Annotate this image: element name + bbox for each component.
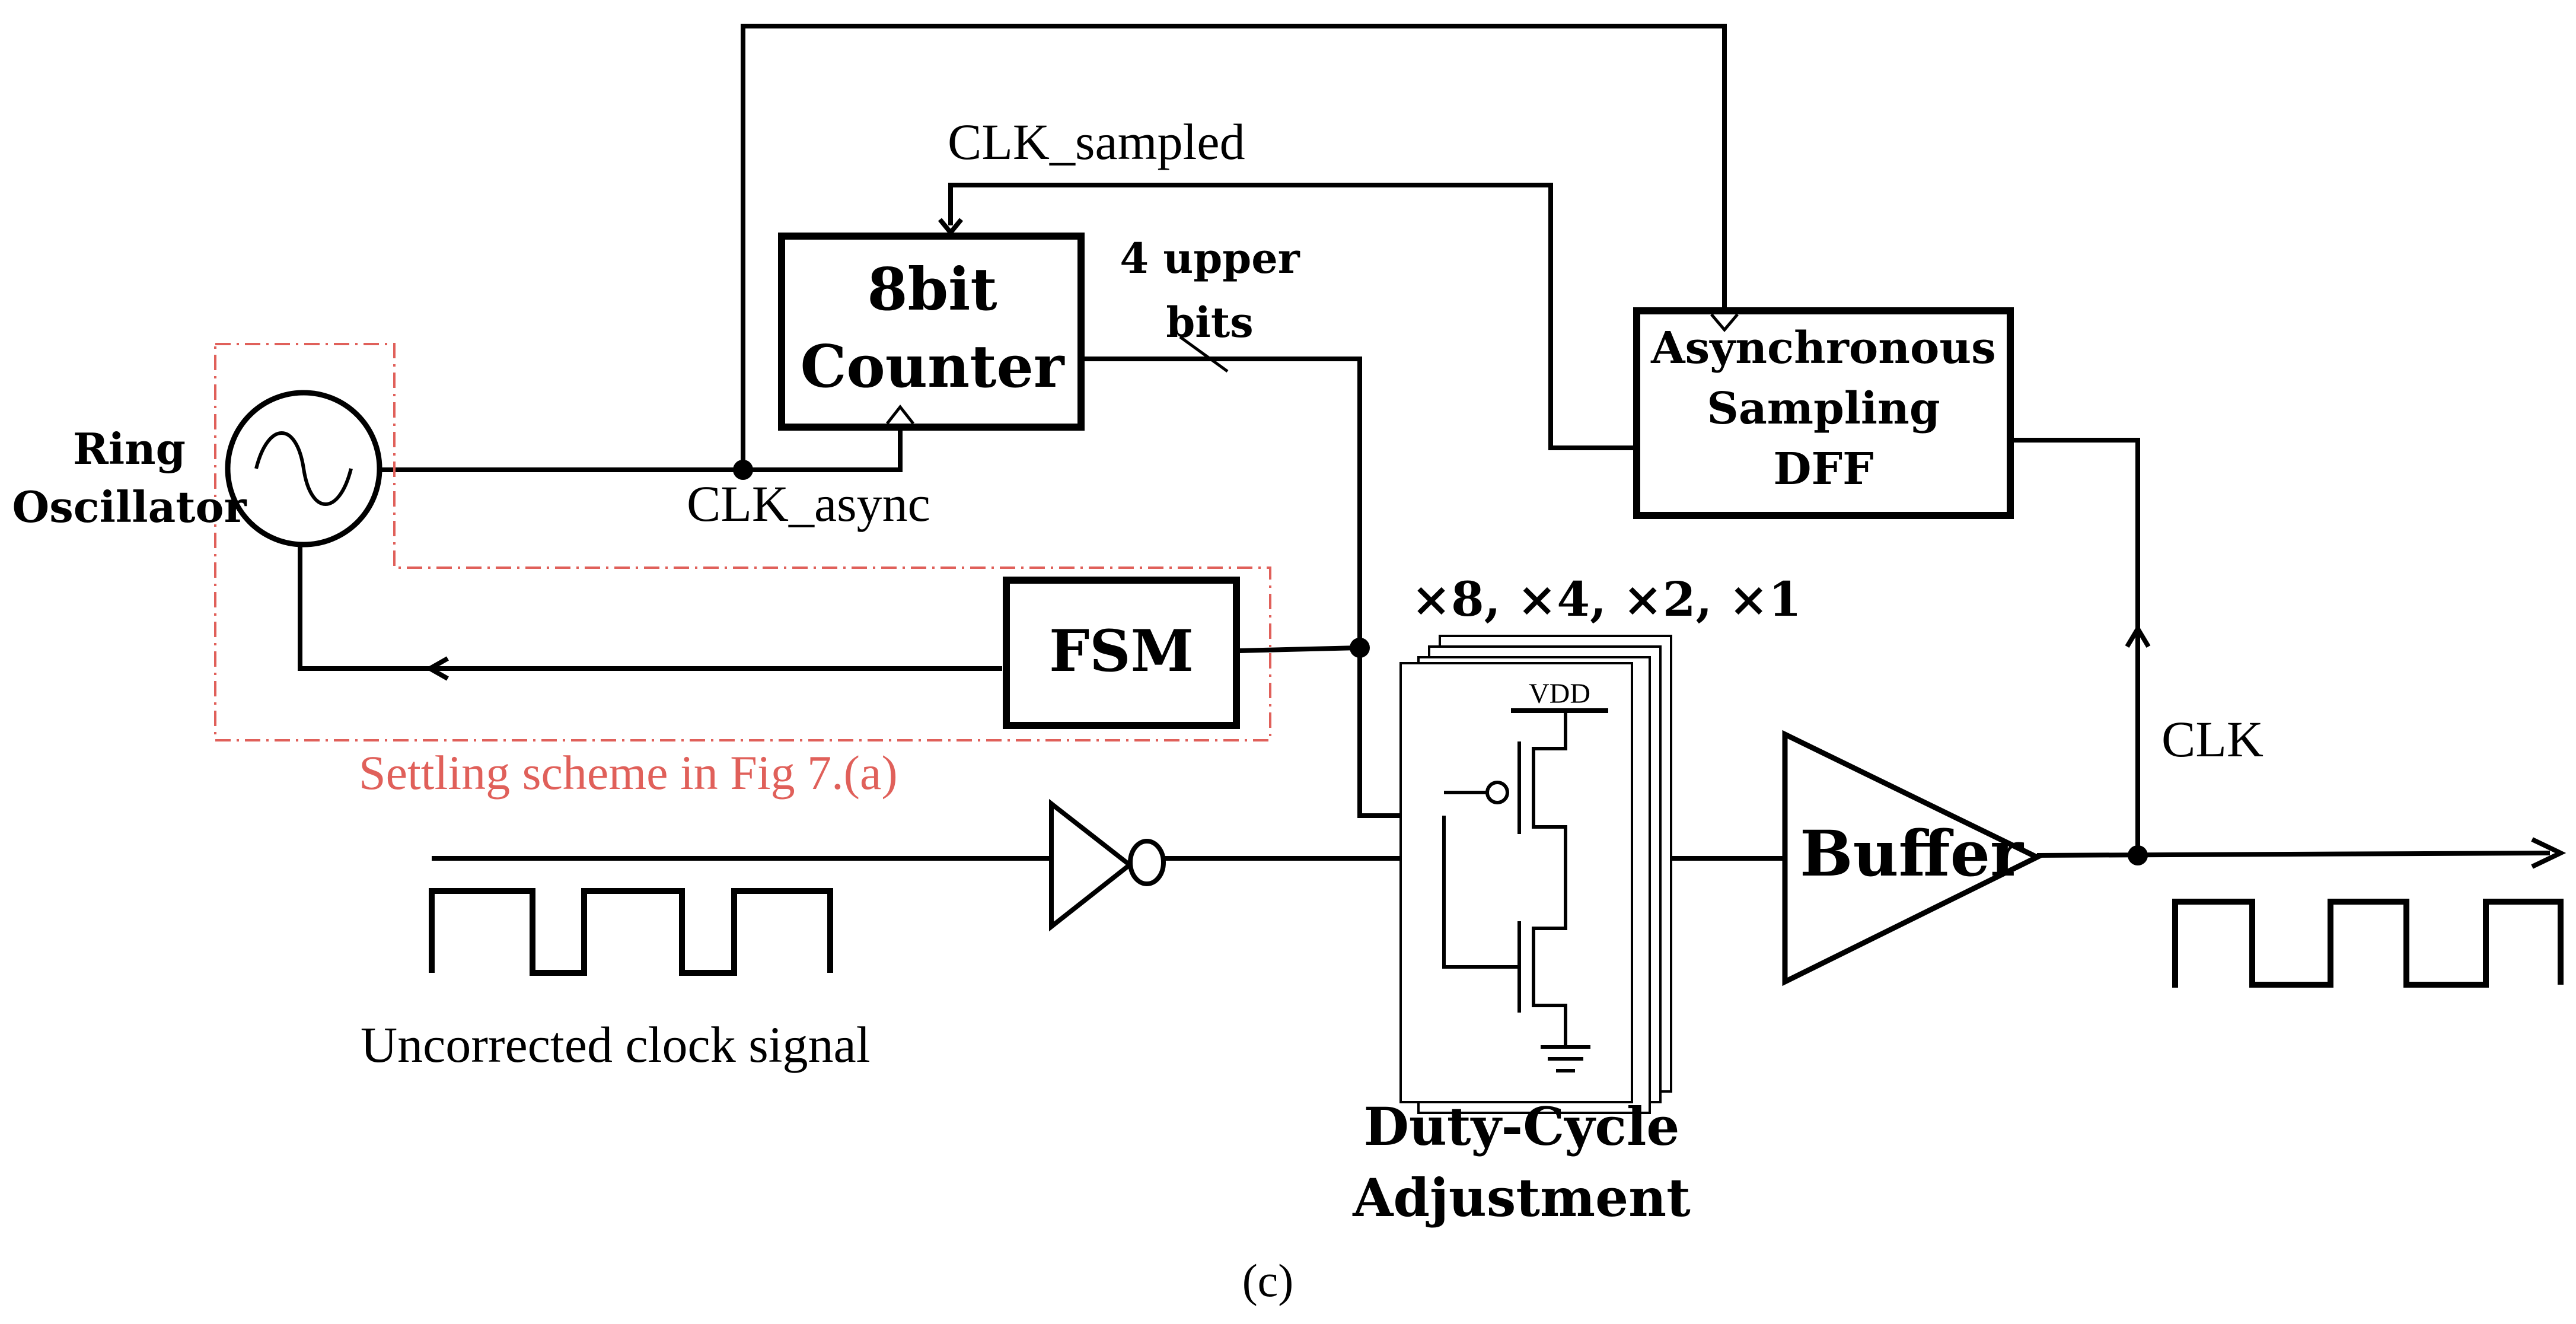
dff-clock-triangle	[1710, 313, 1739, 332]
settling-scheme-boundary	[214, 343, 1271, 741]
uncorrected-clock-waveform	[429, 888, 833, 976]
fsm-label: FSM	[1049, 618, 1194, 685]
upper-bits-label-line1: 4 upper	[1120, 234, 1300, 283]
dff-box	[1633, 307, 2014, 519]
wire-clk-sampled	[948, 183, 1637, 450]
ring-oscillator: Ring Oscillator	[12, 390, 382, 548]
junction-clk-out	[2128, 845, 2148, 865]
dff-label-line1: Asynchronous	[1650, 323, 1996, 374]
nmos-gate-lead	[1442, 816, 1519, 969]
pmos-transistor	[1532, 711, 1567, 861]
multipliers-label: ×8, ×4, ×2, ×1	[1411, 571, 1802, 627]
ground-icon	[1541, 1045, 1590, 1072]
uncorrected-clock-label: Uncorrected clock signal	[361, 1016, 871, 1073]
arrow-fsm-left	[425, 656, 449, 681]
counter-box	[778, 233, 1085, 431]
nmos-transistor	[1532, 861, 1567, 1047]
wire-async-to-dff-clock	[741, 24, 1727, 470]
dff-label-line2: Sampling	[1707, 383, 1940, 434]
junction-fsm	[1350, 638, 1370, 658]
duty-cycle-label-line1: Duty-Cycle	[1364, 1096, 1680, 1157]
clk-out-label: CLK	[2161, 711, 2263, 768]
sine-wave-icon	[254, 431, 353, 506]
wire-fsm-to-ring	[298, 546, 1002, 671]
clk-sampled-label: CLK_sampled	[948, 113, 1245, 170]
clk-async-label: CLK_async	[687, 475, 930, 532]
inverter	[1049, 798, 1166, 932]
inverter-bubble	[1128, 839, 1166, 886]
wires	[298, 24, 2551, 861]
duty-cycle-stack: VDD ×8, ×4, ×2, ×1 Duty-Cycle Adjustment	[1352, 571, 1802, 1228]
dff-label-line3: DFF	[1773, 444, 1873, 495]
counter-label-line1: 8bit	[867, 256, 997, 324]
wire-clk-tap	[2010, 438, 2140, 855]
wire-buffer-out	[2036, 851, 2551, 858]
corrected-clock-waveform	[2172, 899, 2564, 988]
wire-ring-to-counter	[381, 422, 903, 472]
upper-bits-slash	[1179, 335, 1229, 373]
vdd-label: VDD	[1529, 678, 1590, 709]
junction-clk-async	[733, 460, 753, 480]
buffer-triangle	[1782, 730, 2043, 986]
buffer-label: Buffer	[1800, 816, 2024, 890]
fsm-block: FSM	[1003, 577, 1240, 729]
fsm-box	[1003, 577, 1240, 729]
duty-cycle-label-line2: Adjustment	[1352, 1167, 1691, 1228]
pmos-gate-bubble	[1485, 781, 1509, 804]
buffer-block: Buffer	[1782, 730, 2043, 986]
duty-cycle-sheet-1	[1399, 662, 1633, 1103]
wire-fsm-out	[1239, 645, 1360, 653]
dff-block: Asynchronous Sampling DFF	[1633, 307, 2014, 519]
counter-label-line2: Counter	[800, 333, 1064, 401]
arrow-out-right	[2531, 837, 2567, 869]
inverter-triangle	[1049, 798, 1134, 932]
ring-oscillator-label-line2: Oscillator	[12, 482, 247, 532]
counter-clock-triangle	[886, 404, 914, 425]
counter-block: 8bit Counter	[778, 233, 1085, 431]
ring-oscillator-label-line1: Ring	[73, 424, 186, 474]
upper-bits-label-line2: bits	[1166, 298, 1253, 347]
settling-scheme-label: Settling scheme in Fig 7.(a)	[359, 746, 898, 800]
arrow-clk-up	[2125, 624, 2151, 648]
figure-caption: (c)	[1242, 1255, 1294, 1306]
